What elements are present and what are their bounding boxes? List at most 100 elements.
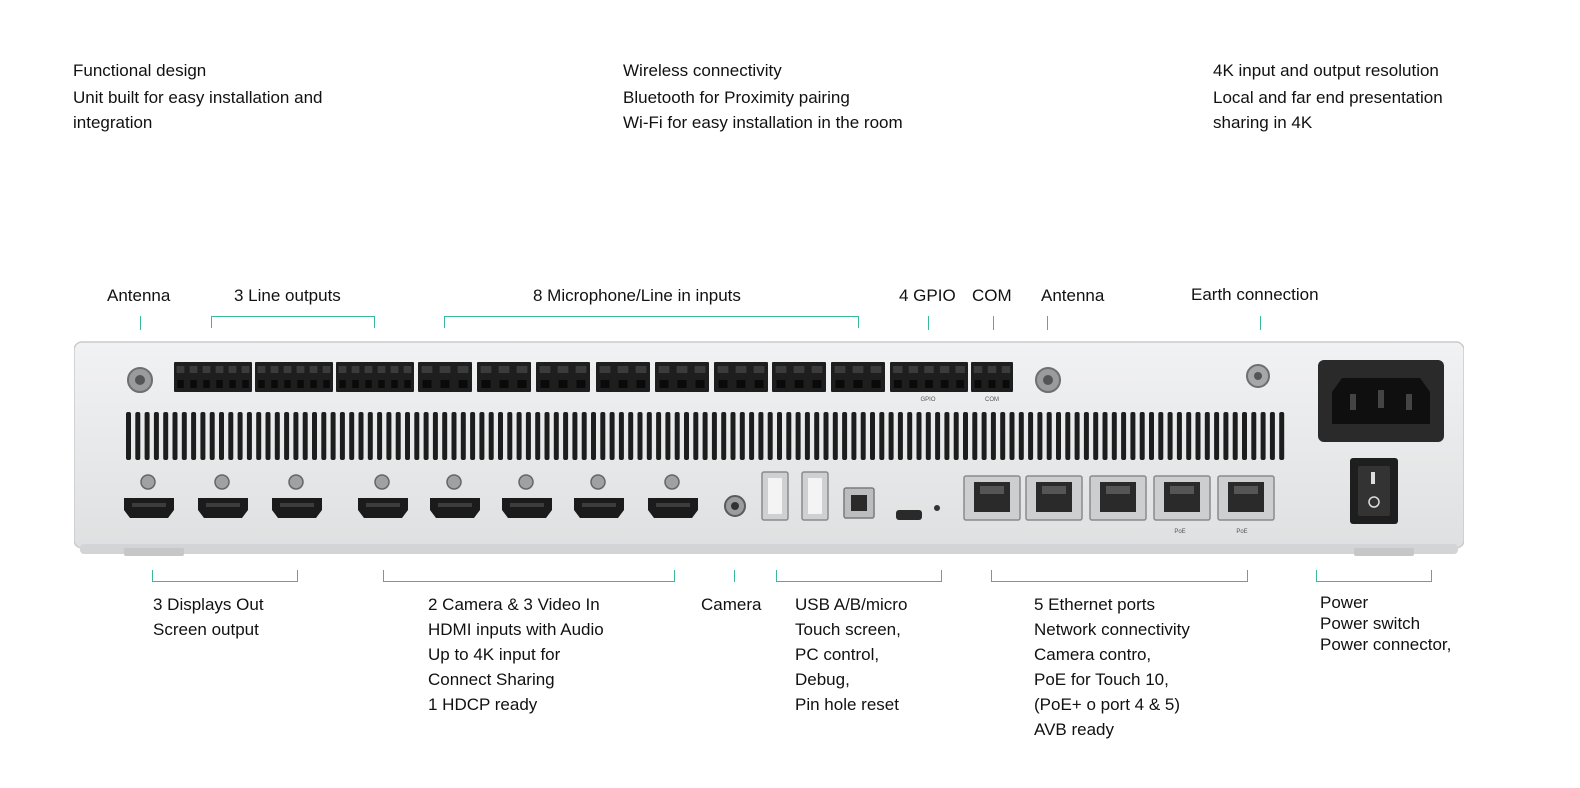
vent-slot: [1269, 412, 1275, 460]
label-line: PoE for Touch 10,: [1034, 670, 1169, 689]
vent-slot: [1167, 412, 1173, 460]
label-line: Pin hole reset: [795, 695, 899, 714]
label-earth: Earth connection: [1191, 285, 1319, 304]
terminal-block: [174, 362, 252, 392]
vent-slot: [935, 412, 941, 460]
vent-slot: [572, 412, 578, 460]
vent-slot: [1028, 412, 1034, 460]
vent-slot: [609, 412, 615, 460]
gpio-mark: GPIO: [920, 397, 935, 403]
ethernet-port: [1089, 475, 1147, 521]
ventilation-grille: [126, 412, 1285, 460]
vent-slot: [544, 412, 550, 460]
vent-slot: [953, 412, 959, 460]
vent-slot: [1056, 412, 1061, 460]
feature-line: Wi-Fi for easy installation in the room: [623, 113, 903, 132]
vent-slot: [842, 412, 848, 460]
vent-slot: [256, 412, 262, 460]
vent-slot: [1223, 412, 1229, 460]
terminal-block: [596, 362, 650, 392]
vent-slot: [302, 412, 308, 460]
vent-slot: [126, 412, 131, 460]
label-line: 3 Displays Out: [153, 595, 264, 614]
vent-slot: [674, 412, 680, 460]
vent-slot: [1000, 412, 1006, 460]
vent-slot: [163, 412, 169, 460]
vent-slot: [767, 412, 773, 460]
micro-usb-port: [896, 510, 922, 520]
vent-slot: [823, 412, 829, 460]
vent-slot: [460, 412, 466, 460]
vent-slot: [1214, 412, 1220, 460]
vent-slot: [814, 412, 820, 460]
vent-slot: [1242, 412, 1247, 460]
callout-antenna-left: [140, 316, 141, 330]
pin-hole-reset: [934, 505, 940, 511]
hdmi-port: [198, 474, 248, 518]
label-ethernet: 5 Ethernet ports Network connectivity Ca…: [1034, 592, 1190, 742]
feature-title: Wireless connectivity: [623, 61, 782, 80]
callout-video-in: [383, 570, 675, 582]
feature-title: Functional design: [73, 61, 207, 80]
hdmi-ports: [124, 474, 698, 518]
hdmi-port: [358, 474, 408, 518]
poe-mark-5: PoE: [1236, 529, 1247, 535]
ethernet-port: [1217, 475, 1275, 521]
vent-slot: [516, 412, 522, 460]
vent-slot: [786, 412, 792, 460]
callout-mic-inputs: [444, 316, 859, 328]
vent-slot: [795, 412, 801, 460]
earth-connector: [1246, 364, 1270, 388]
vent-slot: [916, 412, 922, 460]
vent-slot: [990, 412, 996, 460]
power-connector: [1318, 360, 1444, 442]
vent-slot: [758, 412, 764, 460]
terminal-block: [890, 362, 968, 392]
vent-slot: [702, 412, 708, 460]
terminal-block: [831, 362, 885, 392]
vent-slot: [507, 412, 513, 460]
label-line: Power connector,: [1320, 635, 1452, 654]
label-line: AVB ready: [1034, 720, 1115, 739]
vent-slot: [1009, 412, 1015, 460]
vent-slot: [721, 412, 727, 460]
label-usb: USB A/B/micro Touch screen, PC control, …: [795, 592, 907, 717]
vent-slot: [321, 412, 327, 460]
vent-slot: [739, 412, 745, 460]
hdmi-port: [124, 474, 174, 518]
callout-antenna-right: [1047, 316, 1048, 330]
vent-slot: [600, 412, 606, 460]
vent-slot: [1102, 412, 1108, 460]
vent-slot: [637, 412, 643, 460]
label-line: Touch screen,: [795, 620, 901, 639]
vent-slot: [423, 412, 429, 460]
vent-slot: [135, 412, 141, 460]
vent-slot: [1037, 412, 1043, 460]
vent-slot: [358, 412, 364, 460]
label-line: HDMI inputs with Audio: [428, 620, 604, 639]
vent-slot: [1093, 412, 1099, 460]
vent-slot: [209, 412, 215, 460]
vent-slot: [200, 412, 206, 460]
terminal-block: [418, 362, 472, 392]
label-line: Debug,: [795, 670, 850, 689]
vent-slot: [581, 412, 587, 460]
ethernet-port: [963, 475, 1021, 521]
vent-slot: [191, 412, 197, 460]
vent-slot: [442, 412, 448, 460]
vent-slot: [414, 412, 420, 460]
vent-slot: [479, 412, 485, 460]
label-power: Power Power switch Power connector,: [1320, 592, 1451, 655]
label-line: Screen output: [153, 620, 259, 639]
vent-slot: [628, 412, 634, 460]
antenna-connector-right: [1035, 367, 1061, 393]
terminal-block: [477, 362, 531, 392]
vent-slot: [1186, 412, 1192, 460]
feature-line: integration: [73, 113, 153, 132]
vent-slot: [972, 412, 978, 460]
vent-slot: [153, 412, 159, 460]
label-line: Power switch: [1320, 614, 1421, 633]
callout-ethernet: [991, 570, 1248, 582]
vent-slot: [498, 412, 503, 460]
terminal-blocks: [174, 362, 1013, 392]
